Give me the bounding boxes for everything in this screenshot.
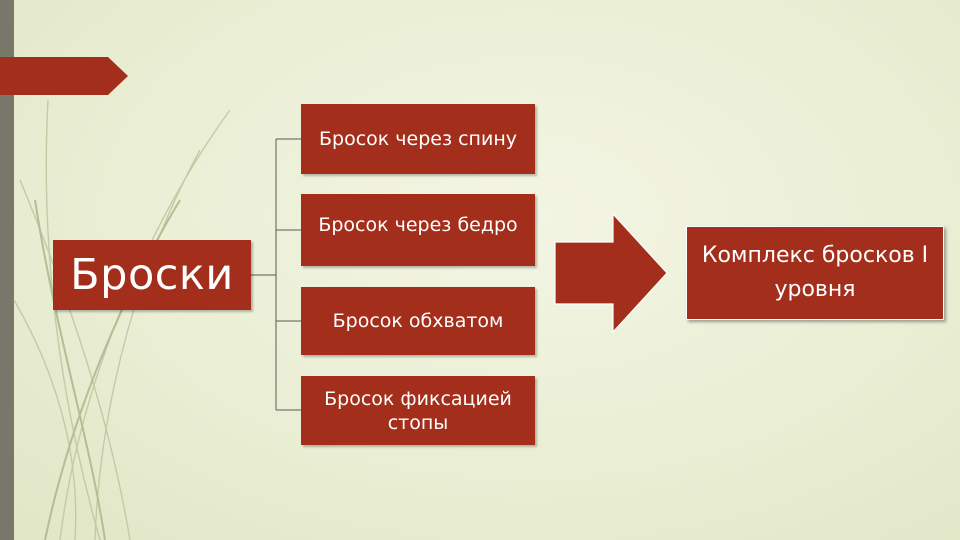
child-node-1: Бросок через спину [301, 104, 535, 174]
child-node-3: Бросок обхватом [301, 287, 535, 355]
child-node-2: Бросок через бедро [301, 194, 535, 266]
right-arrow-icon [553, 212, 673, 334]
result-node-label: Комплекс бросков I уровня [687, 239, 943, 307]
root-node-throws: Броски [53, 240, 251, 310]
child-node-label: Бросок через спину [319, 127, 517, 151]
result-node: Комплекс бросков I уровня [686, 226, 944, 320]
root-node-label: Броски [70, 250, 234, 300]
child-node-label: Бросок обхватом [333, 309, 504, 333]
child-node-label: Бросок через бедро [318, 213, 517, 237]
child-node-4: Бросок фиксацией стопы [301, 376, 535, 445]
child-node-label: Бросок фиксацией стопы [307, 387, 529, 435]
